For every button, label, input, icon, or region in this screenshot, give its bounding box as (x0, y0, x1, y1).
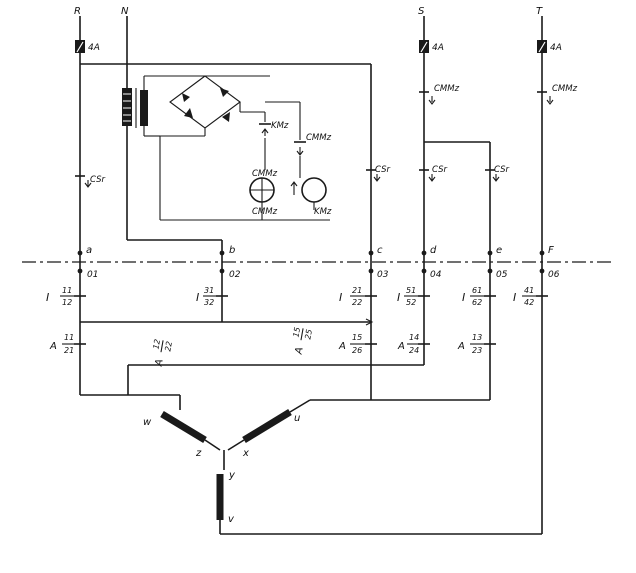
phase-label-t: T (536, 6, 543, 17)
switch-a-b-den: 22 (163, 341, 174, 353)
phase-label-r: R (74, 6, 81, 17)
switch-a-b-label: A 12 22 (151, 338, 174, 368)
fuse-r (75, 40, 85, 53)
switch-a-c1-prefix: A (293, 346, 305, 356)
switch-a-prefix-a: A (49, 341, 57, 352)
switch-i-c-num: 21 (352, 286, 362, 295)
contact-cmmz-s (419, 91, 436, 105)
switch-a-prefix-c2: A (338, 341, 346, 352)
fuse-label-s: 4A (432, 43, 444, 53)
contact-cmmz-t (537, 91, 554, 105)
motor-winding-v (216, 450, 225, 520)
motor-winding-w (160, 411, 221, 451)
contact-label-csr-r: CSr (90, 175, 105, 185)
fuse-t (537, 40, 547, 53)
contact-csr-c (366, 169, 381, 182)
terminal-dots (77, 250, 545, 274)
fuse-s (419, 40, 429, 53)
switch-i-prefix-a: I (46, 291, 49, 304)
switch-i-prefix-e: I (462, 291, 465, 304)
lower-wiring (80, 364, 542, 535)
switch-i-prefix-c: I (339, 291, 342, 304)
terminal-letter-a: a (86, 245, 92, 256)
switch-a-d-num: 14 (409, 333, 419, 342)
switch-i-e-den: 62 (472, 298, 482, 307)
phase-label-s: S (418, 6, 425, 17)
switch-i-a-den: 12 (62, 298, 72, 307)
switch-a-prefix-d: A (397, 341, 405, 352)
winding-label-w: w (143, 417, 152, 428)
winding-label-x: x (242, 448, 249, 459)
switch-a-c1-den: 25 (303, 329, 314, 341)
terminal-number-01: 01 (87, 270, 98, 280)
terminal-letter-f: F (548, 245, 554, 256)
switch-a-c2-den: 26 (352, 346, 362, 355)
contact-csr-e (485, 169, 500, 182)
terminal-number-03: 03 (377, 270, 389, 280)
switch-i-prefix-b: I (196, 291, 199, 304)
switch-i-e-num: 61 (472, 286, 482, 295)
switch-a-d-den: 24 (409, 346, 419, 355)
switch-a-b-prefix: A (153, 358, 165, 368)
coil-cmmz (249, 177, 275, 220)
contact-label-cmmz-s: CMMz (434, 84, 460, 94)
fuse-label-r: 4A (88, 43, 100, 53)
contact-label-csr-e: CSr (494, 165, 509, 175)
contact-kmz-bridge (259, 112, 271, 170)
coil-kmz (290, 177, 327, 210)
contact-csr-d (419, 169, 436, 182)
terminal-letter-c: c (377, 245, 383, 256)
coil-label-cmmz-lower: CMMz (252, 207, 278, 217)
switch-a-c2-num: 15 (352, 333, 362, 342)
terminal-number-05: 05 (496, 270, 508, 280)
winding-label-v: v (228, 514, 235, 525)
contact-label-kmz-bridge: KMz (271, 121, 289, 131)
motor-winding-u (227, 409, 292, 451)
phase-label-n: N (121, 6, 129, 17)
switch-a-prefix-e: A (457, 341, 465, 352)
switch-a-a-den: 21 (64, 346, 74, 355)
coil-label-kmz: KMz (314, 207, 332, 217)
contact-label-csr-c: CSr (375, 165, 390, 175)
switch-i-f-num: 41 (524, 286, 534, 295)
transformer-secondary-wiring (143, 75, 270, 137)
terminal-letter-b: b (229, 245, 235, 256)
switch-i-f-den: 42 (524, 298, 534, 307)
switch-i-prefix-d: I (397, 291, 400, 304)
terminal-number-06: 06 (548, 270, 560, 280)
switch-a-b-num: 12 (151, 338, 162, 350)
fuse-label-t: 4A (550, 43, 562, 53)
switch-a-e-num: 13 (472, 333, 482, 342)
bridge-rectifier (159, 75, 301, 220)
contact-label-cmmz-t: CMMz (552, 84, 578, 94)
switch-i-c-den: 22 (352, 298, 362, 307)
switch-i-b-den: 32 (204, 298, 214, 307)
terminal-letter-d: d (430, 245, 437, 256)
switch-i-d-num: 51 (406, 286, 416, 295)
contact-label-csr-d: CSr (432, 165, 447, 175)
switch-a-c1-num: 15 (291, 326, 302, 338)
winding-label-y: y (228, 470, 236, 481)
switch-i-prefix-f: I (513, 291, 516, 304)
winding-label-u: u (294, 413, 300, 424)
contact-cmmz-bridge (294, 112, 306, 178)
terminal-number-02: 02 (229, 270, 241, 280)
switch-i-a-num: 11 (62, 286, 72, 295)
switch-a-a-num: 11 (64, 333, 74, 342)
coil-label-cmmz-upper: CMMz (252, 169, 278, 179)
contact-csr-r (75, 175, 92, 188)
transformer (122, 88, 148, 128)
switch-a-c1-label: A 15 25 (291, 326, 314, 356)
terminal-number-04: 04 (430, 270, 442, 280)
switch-i-d-den: 52 (406, 298, 416, 307)
winding-label-z: z (195, 448, 202, 459)
terminal-letter-e: e (496, 245, 502, 256)
switch-a-e-den: 23 (472, 346, 482, 355)
switch-i-b-num: 31 (204, 286, 214, 295)
wire-n (126, 16, 223, 322)
contact-label-cmmz-bridge: CMMz (306, 133, 332, 143)
